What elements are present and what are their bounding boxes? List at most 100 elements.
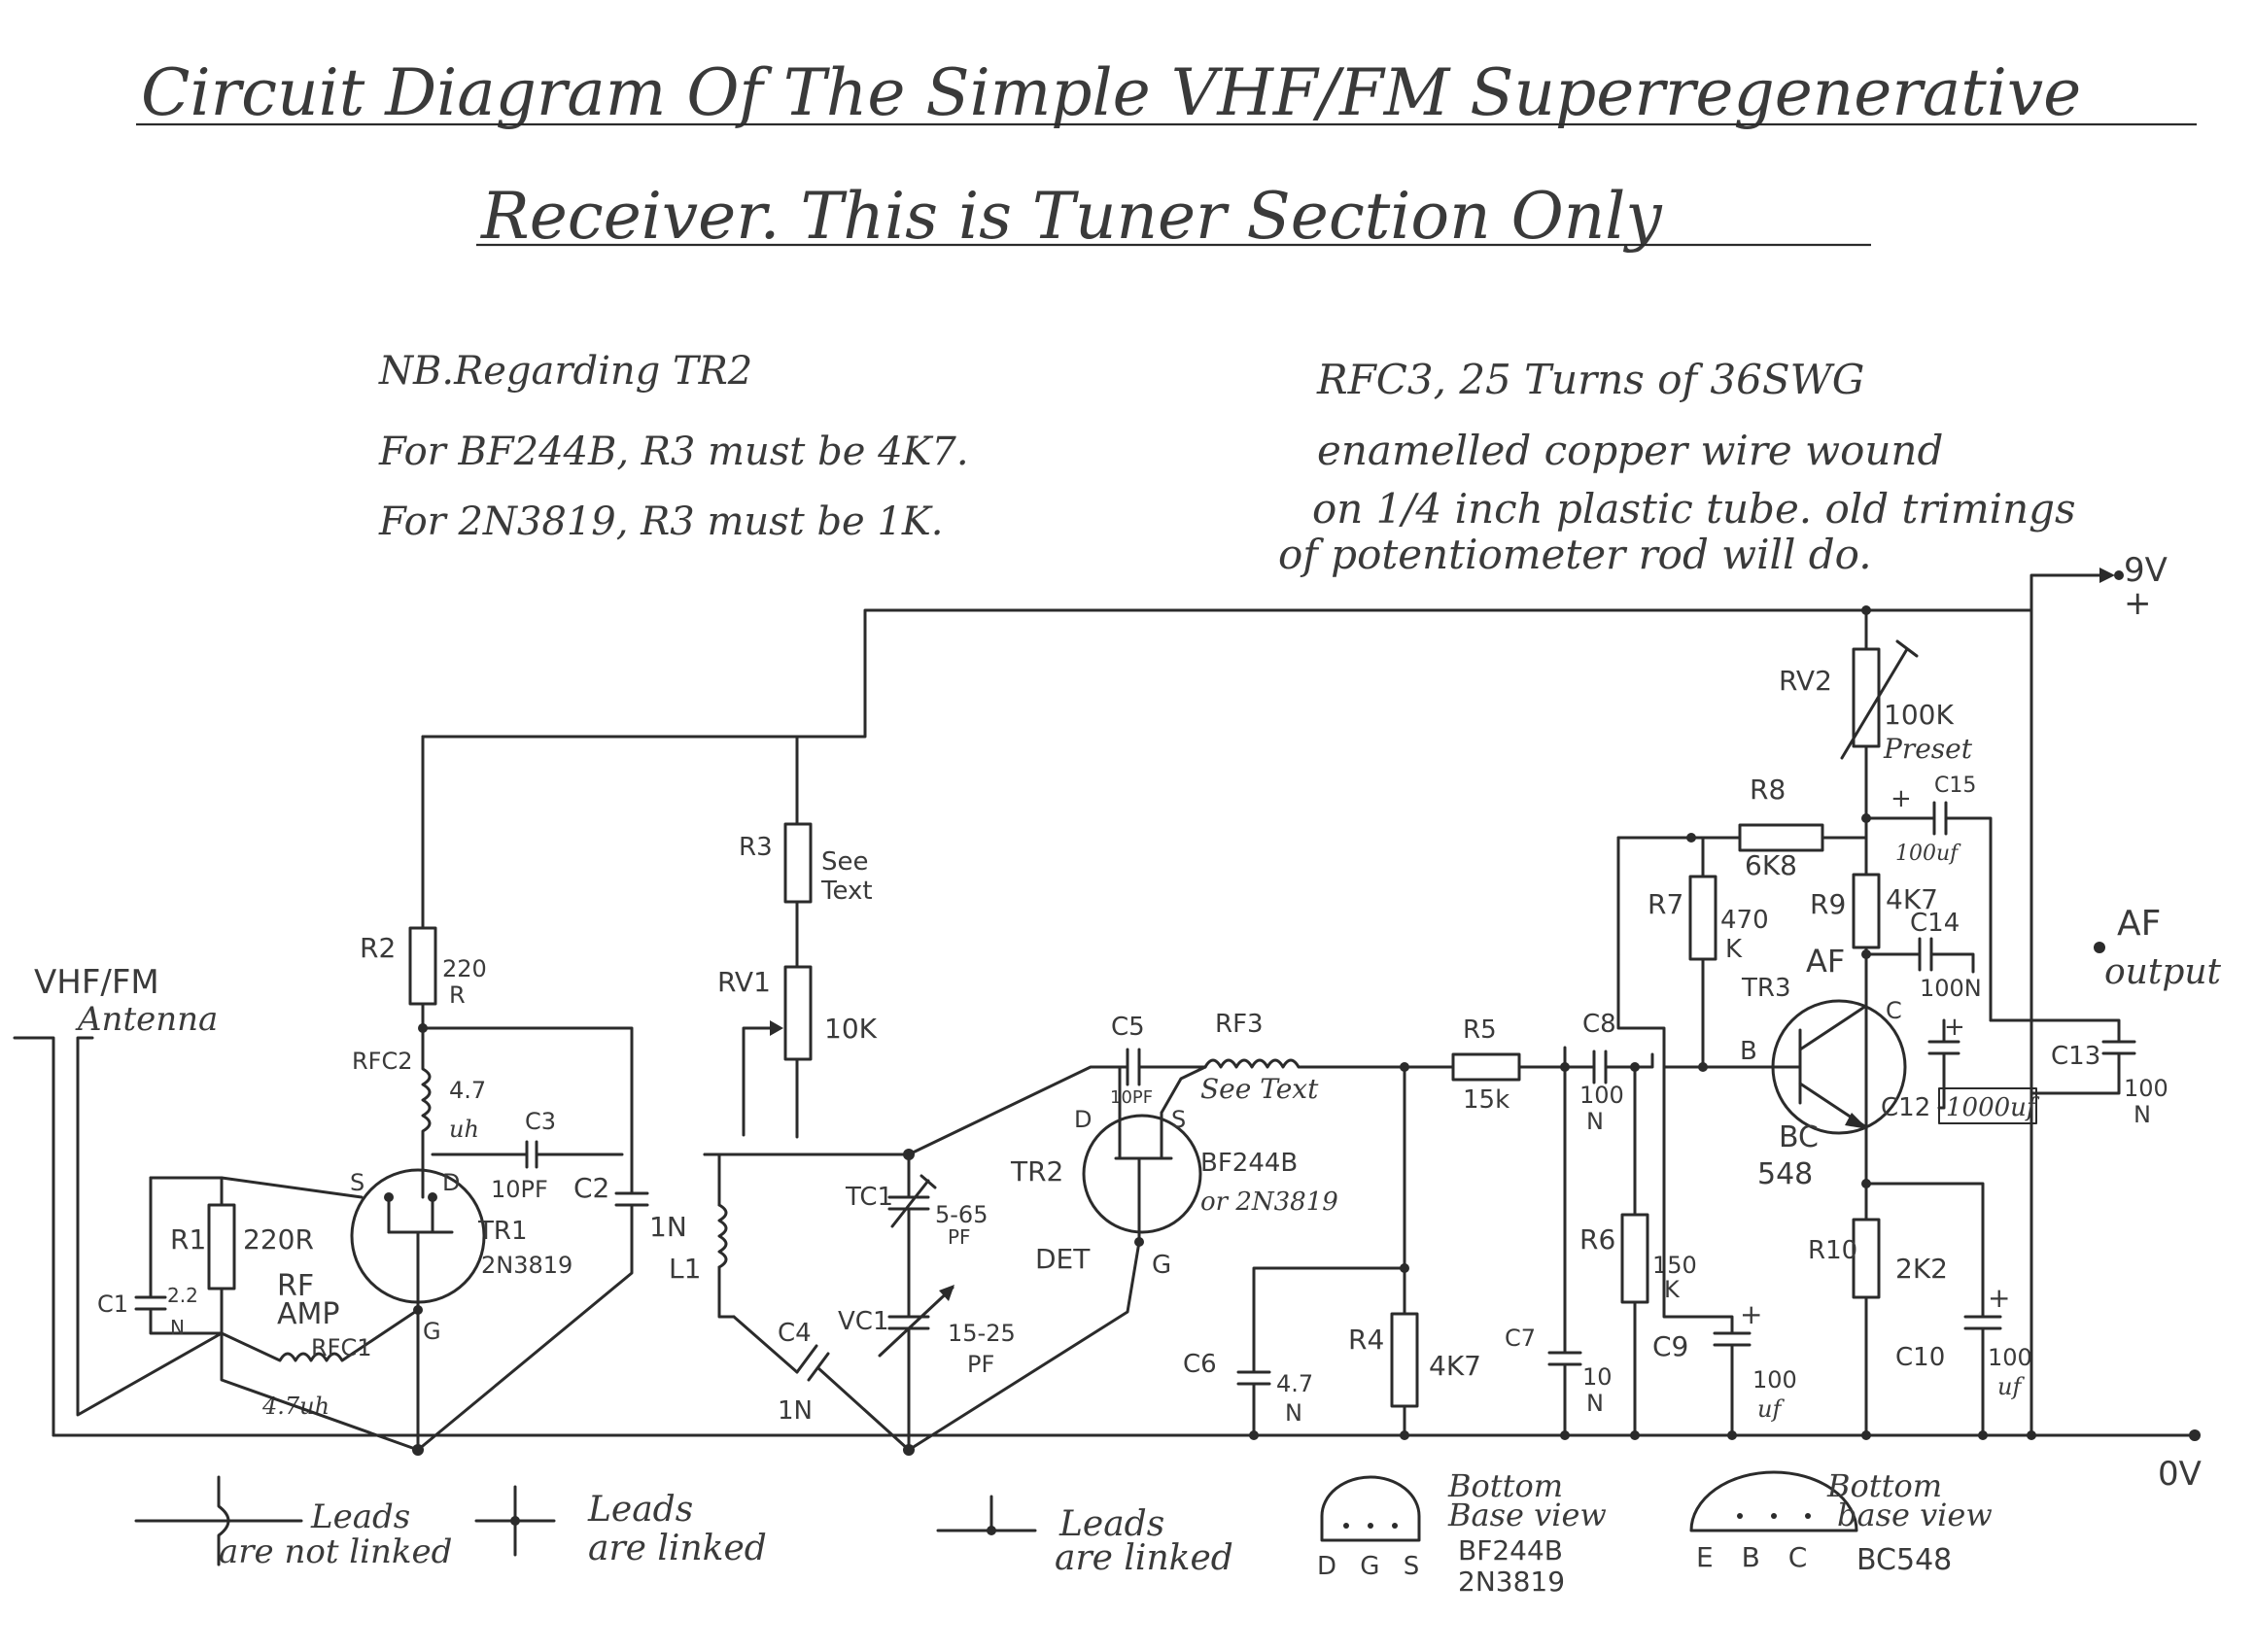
- svg-text:1N: 1N: [649, 1211, 687, 1243]
- svg-text:+: +: [1944, 1013, 1965, 1042]
- c8-capacitor: C8 100 N: [1563, 1010, 1637, 1135]
- svg-text:6K8: 6K8: [1745, 849, 1797, 881]
- svg-text:R6: R6: [1579, 1223, 1615, 1256]
- antenna-label-2: Antenna: [75, 1000, 218, 1039]
- r1-resistor: R1 220R: [149, 1176, 364, 1335]
- svg-text:Text: Text: [820, 877, 873, 906]
- svg-text:BF244B: BF244B: [1458, 1534, 1563, 1566]
- legend-fet-base: D G S Bottom Base view BF244B 2N3819: [1317, 1467, 1607, 1598]
- c4-capacitor: C4 1N: [732, 1315, 911, 1452]
- svg-text:Bottom: Bottom: [1447, 1467, 1563, 1504]
- note-rfc3: RFC3, 25 Turns of 36SWG enamelled copper…: [1278, 356, 2076, 578]
- svg-text:Leads: Leads: [310, 1497, 410, 1536]
- svg-text:TR3: TR3: [1741, 974, 1791, 1003]
- svg-text:enamelled copper wire wound: enamelled copper wire wound: [1317, 427, 1943, 474]
- svg-text:220: 220: [442, 955, 487, 982]
- svg-text:N: N: [1586, 1108, 1604, 1135]
- c13-top-lead: [1989, 970, 2033, 1022]
- svg-text:2.2: 2.2: [167, 1284, 198, 1307]
- svg-text:C13: C13: [2051, 1042, 2100, 1071]
- svg-text:C6: C6: [1183, 1350, 1217, 1379]
- l1-inductor: L1: [669, 1153, 736, 1319]
- svg-text:C3: C3: [525, 1108, 556, 1135]
- tr2-gate-return: [907, 1240, 1141, 1452]
- svg-text:For 2N3819, R3 must be 1K.: For 2N3819, R3 must be 1K.: [378, 499, 944, 544]
- svg-text:See Text: See Text: [1200, 1073, 1319, 1105]
- svg-text:10K: 10K: [824, 1013, 878, 1045]
- svg-text:100K: 100K: [1884, 699, 1954, 731]
- legend-bjt-base: E B C Bottom base view BC548: [1689, 1467, 1993, 1577]
- c7-capacitor: C7 10 N: [1505, 1065, 1613, 1437]
- svg-text:R5: R5: [1463, 1015, 1497, 1045]
- svg-text:BC: BC: [1779, 1120, 1819, 1154]
- r2-resistor: R2 220 R: [360, 735, 487, 1033]
- svg-text:R9: R9: [1810, 888, 1846, 920]
- svg-text:R2: R2: [360, 932, 396, 964]
- svg-text:10PF: 10PF: [1110, 1087, 1153, 1108]
- svg-text:R10: R10: [1808, 1236, 1857, 1265]
- svg-text:See: See: [821, 847, 869, 877]
- tr3-base-node-left: [1662, 1043, 1781, 1069]
- svg-text:C1: C1: [97, 1291, 128, 1318]
- rf-amp-label-2: AMP: [277, 1297, 340, 1331]
- svg-text:PF: PF: [967, 1351, 994, 1378]
- r3-resistor: R3 See Text: [739, 822, 873, 969]
- svg-text:R4: R4: [1348, 1324, 1384, 1356]
- svg-text:K: K: [1664, 1276, 1681, 1303]
- title-line-1: Circuit Diagram Of The Simple VHF/FM Sup…: [141, 55, 2081, 130]
- legend-linked-cross: Leads are linked: [474, 1485, 767, 1568]
- svg-text:D: D: [1074, 1106, 1092, 1133]
- svg-text:C10: C10: [1895, 1343, 1945, 1372]
- svg-text:RFC2: RFC2: [352, 1048, 413, 1075]
- svg-text:For BF244B, R3 must be 4K7.: For BF244B, R3 must be 4K7.: [378, 430, 969, 474]
- r9-resistor: R9 4K7: [1810, 873, 1938, 1186]
- svg-text:Leads: Leads: [1058, 1504, 1164, 1544]
- vc1-variable-capacitor: VC1 15-25 PF: [838, 1285, 1016, 1452]
- svg-text:base view: base view: [1837, 1497, 1993, 1533]
- c2-capacitor: C2 1N: [416, 1135, 687, 1452]
- svg-text:R8: R8: [1750, 774, 1786, 806]
- svg-text:NB.Regarding TR2: NB.Regarding TR2: [378, 349, 752, 394]
- c6-capacitor: C6 4.7 N: [1183, 1266, 1406, 1437]
- note-tr2: NB.Regarding TR2 For BF244B, R3 must be …: [378, 349, 969, 544]
- svg-text:100: 100: [1988, 1344, 2032, 1371]
- svg-text:548: 548: [1757, 1157, 1813, 1191]
- svg-text:100: 100: [1579, 1082, 1624, 1109]
- svg-text:L1: L1: [669, 1253, 701, 1285]
- c1-capacitor: C1 2.2 N: [97, 1176, 224, 1339]
- r7-r8-left-rail: [1616, 952, 1666, 1047]
- svg-text:Base view: Base view: [1447, 1497, 1607, 1533]
- svg-text:are linked: are linked: [588, 1529, 767, 1568]
- af-output-label-2: output: [2104, 952, 2222, 992]
- svg-text:uf: uf: [1757, 1395, 1785, 1423]
- svg-text:15-25: 15-25: [948, 1320, 1016, 1347]
- supply-plus-label: +: [2124, 584, 2152, 623]
- svg-text:BF244B: BF244B: [1200, 1149, 1298, 1178]
- svg-text:C2: C2: [573, 1172, 609, 1204]
- c15-capacitor: + C15 100uf: [1864, 774, 1993, 974]
- svg-text:TC1: TC1: [845, 1183, 893, 1212]
- c10-capacitor: + C10 100 uf: [1864, 1182, 2032, 1437]
- svg-text:4K7: 4K7: [1886, 883, 1938, 915]
- svg-text:G: G: [423, 1318, 441, 1345]
- svg-text:RV1: RV1: [717, 966, 771, 998]
- svg-text:BC548: BC548: [1856, 1543, 1952, 1577]
- svg-text:RV2: RV2: [1779, 665, 1832, 697]
- supply-arrow-icon: [2099, 568, 2115, 583]
- svg-text:5-65: 5-65: [935, 1201, 988, 1228]
- tc1-trimmer: TC1 5-65 PF: [845, 1153, 988, 1319]
- af-output-label-1: AF: [2117, 904, 2161, 944]
- svg-text:1N: 1N: [778, 1396, 813, 1426]
- svg-text:C12: C12: [1881, 1093, 1930, 1122]
- svg-text:D G S: D G S: [1317, 1552, 1427, 1581]
- svg-text:C8: C8: [1582, 1010, 1616, 1039]
- svg-text:C9: C9: [1652, 1330, 1688, 1362]
- svg-text:C5: C5: [1111, 1013, 1145, 1042]
- r6-resistor: R6 150 K: [1579, 1065, 1697, 1437]
- svg-text:470: 470: [1720, 906, 1769, 935]
- svg-text:C4: C4: [778, 1319, 812, 1348]
- svg-text:Preset: Preset: [1883, 733, 1973, 765]
- svg-text:+: +: [1740, 1298, 1762, 1330]
- svg-text:on 1/4 inch plastic tube. old: on 1/4 inch plastic tube. old trimings: [1312, 485, 2076, 533]
- svg-text:G: G: [1152, 1251, 1171, 1280]
